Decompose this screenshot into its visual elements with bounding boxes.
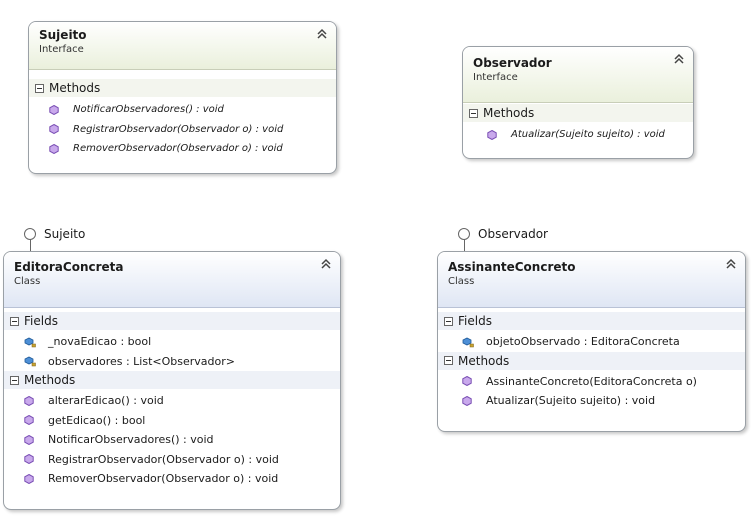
private-field-icon [24,356,36,367]
assinante-concreto-title: AssinanteConcreto [448,260,576,274]
field-signature: _novaEdicao : bool [48,335,152,348]
field-row[interactable]: observadores : List<Observador> [4,352,340,372]
observador-methods-section[interactable]: Methods [463,104,693,122]
section-label: Methods [49,81,101,95]
field-signature: observadores : List<Observador> [48,354,235,368]
method-row[interactable]: alterarEdicao() : void [4,391,340,411]
collapse-chevron-icon[interactable] [316,28,328,40]
method-icon [462,395,472,406]
method-row[interactable]: Atualizar(Sujeito sujeito) : void [438,391,745,411]
sujeito-interface-box[interactable]: Sujeito Interface Methods NotificarObser… [28,21,337,174]
editora-concreta-kind: Class [14,276,41,287]
assinante-concreto-header: AssinanteConcreto Class [438,252,745,308]
method-row[interactable]: RemoverObservador(Observador o) : void [29,139,336,159]
lollipop-stem [30,239,31,251]
method-row[interactable]: RegistrarObservador(Observador o) : void [29,120,336,140]
editora-fields-section[interactable]: Fields [4,312,340,330]
assinante-concreto-class-box[interactable]: AssinanteConcreto Class Fields objetoObs… [437,251,746,432]
method-signature: RegistrarObservador(Observador o) : void [73,123,284,135]
assinante-fields-section[interactable]: Fields [438,312,745,330]
lollipop-stem [464,239,465,251]
sujeito-interface-header: Sujeito Interface [29,22,336,70]
method-signature: alterarEdicao() : void [48,394,164,407]
lollipop-label: Sujeito [44,227,86,241]
method-signature: NotificarObservadores() : void [48,433,214,446]
method-icon [24,473,34,484]
assinante-methods-section[interactable]: Methods [438,351,745,370]
section-collapse-toggle-icon[interactable] [10,316,19,326]
editora-methods-section[interactable]: Methods [4,371,340,389]
sujeito-interface-kind: Interface [39,44,84,55]
method-row[interactable]: NotificarObservadores() : void [29,100,336,120]
method-icon [49,124,59,135]
method-icon [24,454,34,465]
sujeito-interface-title: Sujeito [39,28,87,42]
method-icon [24,415,34,426]
method-signature: RegistrarObservador(Observador o) : void [48,452,279,466]
method-row[interactable]: NotificarObservadores() : void [4,430,340,450]
method-icon [462,376,472,387]
collapse-chevron-icon[interactable] [320,258,332,270]
field-row[interactable]: objetoObservado : EditoraConcreta [438,332,745,352]
method-signature: getEdicao() : bool [48,413,146,427]
section-label: Methods [483,106,535,120]
method-icon [24,434,34,445]
method-icon [49,104,59,115]
section-label: Fields [24,314,58,328]
method-row[interactable]: RegistrarObservador(Observador o) : void [4,450,340,470]
method-icon [49,143,59,154]
method-signature: AssinanteConcreto(EditoraConcreta o) [486,374,697,388]
editora-concreta-class-box[interactable]: EditoraConcreta Class Fields _novaEdicao… [3,251,341,510]
method-signature: RemoverObservador(Observador o) : void [73,143,283,154]
section-collapse-toggle-icon[interactable] [444,356,453,365]
method-icon [487,129,497,140]
sujeito-methods-section[interactable]: Methods [29,79,336,97]
observador-interface-kind: Interface [473,72,518,83]
section-label: Methods [24,373,76,387]
observador-lollipop[interactable]: Observador [458,227,548,241]
assinante-concreto-kind: Class [448,276,475,287]
section-collapse-toggle-icon[interactable] [10,375,19,385]
section-collapse-toggle-icon[interactable] [35,83,44,93]
section-label: Fields [458,314,492,328]
observador-interface-header: Observador Interface [463,47,693,103]
method-row[interactable]: AssinanteConcreto(EditoraConcreta o) [438,372,745,392]
field-row[interactable]: _novaEdicao : bool [4,332,340,352]
private-field-icon [462,337,474,347]
sujeito-lollipop[interactable]: Sujeito [24,227,85,241]
collapse-chevron-icon[interactable] [673,53,685,65]
field-signature: objetoObservado : EditoraConcreta [486,335,680,348]
observador-interface-title: Observador [473,56,552,70]
method-row[interactable]: getEdicao() : bool [4,411,340,431]
editora-concreta-title: EditoraConcreta [14,260,124,274]
method-row[interactable]: Atualizar(Sujeito sujeito) : void [463,125,693,145]
section-collapse-toggle-icon[interactable] [444,316,453,326]
private-field-icon [24,337,36,347]
collapse-chevron-icon[interactable] [725,258,737,270]
method-signature: Atualizar(Sujeito sujeito) : void [486,394,656,407]
observador-interface-box[interactable]: Observador Interface Methods Atualizar(S… [462,46,694,159]
section-collapse-toggle-icon[interactable] [469,108,478,118]
method-icon [24,395,34,406]
method-signature: Atualizar(Sujeito sujeito) : void [511,129,665,140]
editora-concreta-header: EditoraConcreta Class [4,252,340,308]
section-label: Methods [458,353,510,368]
lollipop-label: Observador [478,227,548,241]
method-row[interactable]: RemoverObservador(Observador o) : void [4,469,340,489]
method-signature: RemoverObservador(Observador o) : void [48,472,279,485]
method-signature: NotificarObservadores() : void [73,104,224,115]
